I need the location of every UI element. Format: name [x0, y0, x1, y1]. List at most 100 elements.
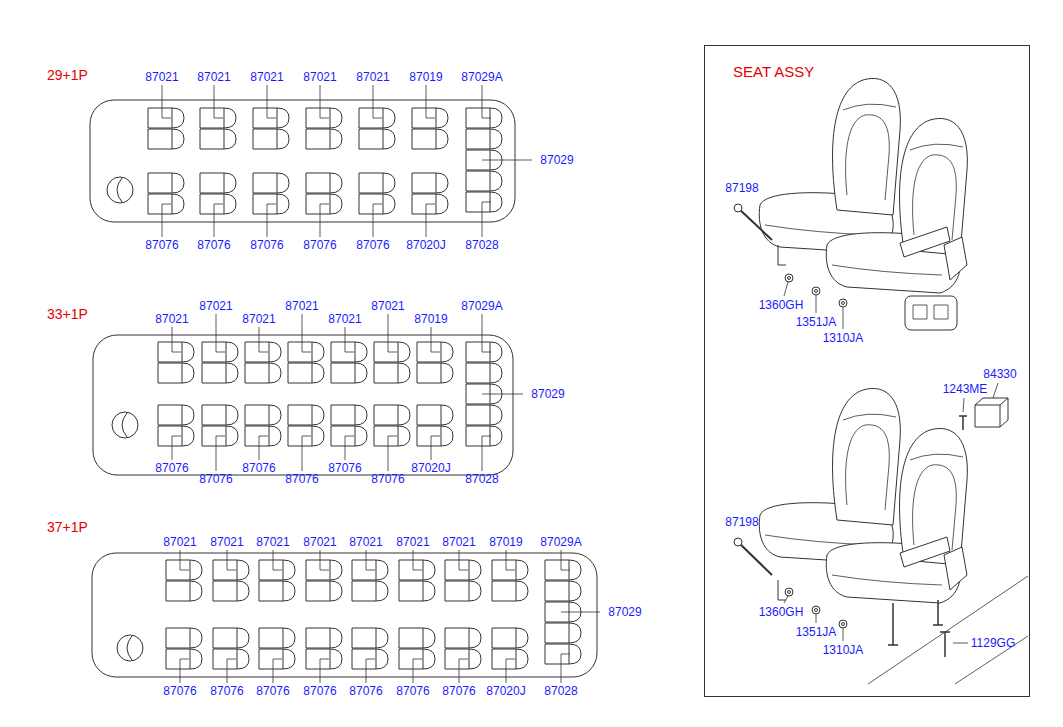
seat-bracket — [778, 580, 786, 600]
bus-outline — [93, 335, 513, 475]
callout-number: 87028 — [465, 238, 498, 252]
seat-symbol — [445, 581, 481, 601]
callout-number: 87076 — [371, 472, 404, 486]
bus-layout — [90, 100, 515, 222]
leader-line — [320, 659, 329, 683]
leader-line — [320, 85, 329, 118]
leader-line — [953, 643, 968, 644]
callout-number: 84330 — [983, 367, 1016, 381]
callout-number: 87021 — [356, 70, 389, 84]
callout-number: 87076 — [242, 461, 275, 475]
seat-symbol — [148, 129, 184, 149]
callout-number: 87076 — [349, 684, 382, 698]
callout-number: 87021 — [210, 535, 243, 549]
switch-box — [975, 398, 1008, 427]
steering-wheel — [122, 413, 127, 437]
leader-line — [214, 85, 223, 118]
seat-symbol — [158, 363, 194, 383]
leader-line — [426, 204, 435, 237]
leader-line — [561, 612, 600, 613]
seat-symbol — [331, 363, 367, 383]
callout-number: 1351JA — [796, 625, 837, 639]
callout-number: 87029 — [540, 153, 573, 167]
seat-symbol — [417, 405, 453, 425]
leader-line — [482, 436, 491, 471]
leader-line — [366, 550, 375, 570]
layout-heading: 33+1P — [47, 306, 88, 322]
leader-line — [320, 550, 329, 570]
callout-number: 87029A — [461, 299, 502, 313]
seat-symbol — [331, 405, 367, 425]
steering-wheel — [112, 412, 138, 438]
leader-line — [506, 550, 515, 570]
callout-number: 87029 — [531, 387, 564, 401]
callout-number: 87021 — [303, 535, 336, 549]
layout-heading: 37+1P — [47, 519, 88, 535]
layout-heading: 29+1P — [47, 67, 88, 83]
callout-number: 1360GH — [759, 605, 804, 619]
leader-line — [482, 202, 491, 237]
leader-line — [373, 85, 382, 118]
seat-backrest — [833, 388, 901, 525]
seat-bracket — [944, 547, 967, 590]
seat-symbol — [306, 628, 342, 648]
callout-number: 87076 — [285, 472, 318, 486]
steering-wheel — [117, 635, 143, 661]
callout-number: 87021 — [145, 70, 178, 84]
leader-line — [273, 550, 282, 570]
seat-symbol — [412, 129, 448, 149]
seat-symbol — [359, 129, 395, 149]
mount-plate — [905, 296, 957, 330]
callout-number: 87076 — [442, 684, 475, 698]
bus-outline — [92, 553, 597, 677]
seat-drawing — [759, 388, 900, 563]
seat-symbol — [200, 173, 236, 193]
callout-number: 87019 — [489, 535, 522, 549]
leader-line — [431, 327, 440, 352]
callout-number: 87076 — [145, 238, 178, 252]
bolt — [940, 632, 950, 657]
steering-wheel — [127, 636, 132, 660]
leader-line — [302, 436, 311, 471]
seat-symbol — [445, 628, 481, 648]
callout-number: 87076 — [356, 238, 389, 252]
leader-line — [993, 383, 998, 398]
seat-symbol — [359, 173, 395, 193]
seat-symbol — [399, 628, 435, 648]
callout-number: 87076 — [250, 238, 283, 252]
callout-number: 87021 — [199, 299, 232, 313]
callout-number: 87076 — [303, 238, 336, 252]
leader-line — [345, 436, 354, 460]
seat-symbol — [288, 363, 324, 383]
leader-line — [366, 659, 375, 683]
seat-symbol — [352, 581, 388, 601]
callout-number: 87029 — [608, 605, 641, 619]
callout-number: 87028 — [465, 472, 498, 486]
callout-number: 1310JA — [823, 331, 864, 345]
leader-line — [273, 659, 282, 683]
bolt — [738, 542, 772, 575]
leader-line — [172, 327, 181, 352]
floor — [868, 576, 1028, 684]
callout-number: 87076 — [155, 461, 188, 475]
seat-symbol — [306, 129, 342, 149]
callout-number: 87076 — [210, 684, 243, 698]
callout-number: 87021 — [256, 535, 289, 549]
seat-symbol — [492, 628, 528, 648]
seat-symbol — [213, 581, 249, 601]
callout-number: 1310JA — [823, 643, 864, 657]
nut — [785, 274, 793, 282]
bus-layout — [92, 553, 597, 677]
nut — [815, 609, 818, 612]
leader-line — [413, 550, 422, 570]
seat-drawing — [759, 78, 900, 253]
callout-number: 87021 — [442, 535, 475, 549]
callout-number: 87029A — [540, 535, 581, 549]
seat-symbol — [492, 581, 528, 601]
nut — [788, 277, 791, 280]
seat-symbol — [158, 405, 194, 425]
leader-line — [561, 550, 570, 570]
seat-symbol — [259, 581, 295, 601]
nut — [839, 620, 847, 628]
seat-symbol — [399, 581, 435, 601]
